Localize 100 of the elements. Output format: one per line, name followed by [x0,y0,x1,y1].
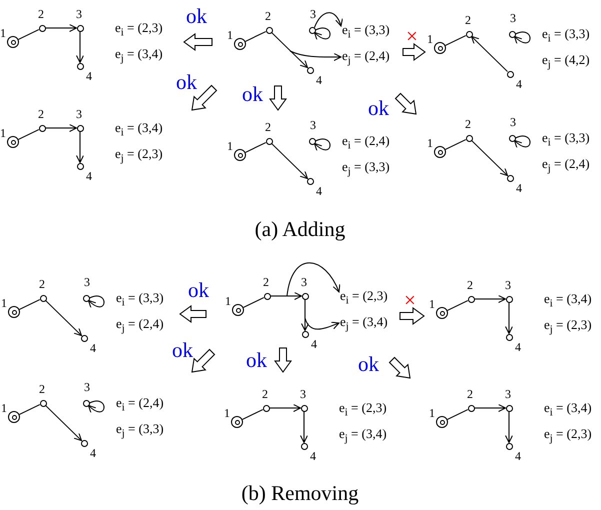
vertex [308,26,316,34]
vertex-number: 3 [510,12,516,24]
edge-label: ok [188,280,209,300]
hollow-arrow [274,348,292,373]
vertex-number: 3 [76,8,82,20]
arrow [505,302,513,334]
vertex-number: 3 [310,8,316,20]
arrow [45,124,77,132]
edge-line [18,29,40,40]
vertex-number: 4 [316,74,322,86]
vertex-number: 1 [1,402,7,414]
edge-pair-equation: e$_{j}$ = (3,3) [116,421,164,442]
vertex-number: 4 [515,341,521,353]
edge-line [18,299,40,310]
vertex-number: 3 [505,388,511,400]
arrow [76,31,84,63]
hollow-arrow [400,307,425,325]
curved-arrow [290,50,342,62]
vertex-number: 2 [38,8,44,20]
edge-pair-equation: e$_{i}$ = (2,3) [115,20,163,41]
hollow-arrow [191,84,218,111]
vertex [506,70,514,78]
vertex-number: 1 [427,33,433,45]
arrow [269,404,301,412]
hollow-arrow [394,92,417,115]
vertex [262,404,270,412]
vertex-number: 2 [262,388,268,400]
vertex-number: 3 [510,116,516,128]
vertex-number: 4 [516,182,522,194]
loop-arrow [88,400,104,414]
start-vertex [234,149,246,161]
edge-label: ok [368,98,389,118]
arrow [45,300,82,336]
vertex-number: 4 [86,70,92,82]
vertex [468,404,474,412]
vertex [508,30,516,38]
vertex [306,66,314,74]
vertex [302,330,308,338]
edge-pair-equation: e$_{j}$ = (2,3) [544,426,592,447]
vertex-number: 1 [225,295,231,307]
vertex-number: 3 [505,279,511,291]
edge-pair-equation: e$_{i}$ = (3,4) [115,120,163,141]
arrow [505,411,513,443]
hollow-arrow [183,33,212,51]
edge-pair-equation: e$_{j}$ = (2,3) [115,146,163,167]
arrow [45,404,82,442]
vertex-number: 2 [38,108,44,120]
vertex-number: 4 [311,338,317,350]
start-vertex [434,146,446,158]
edge-pair-equation: e$_{i}$ = (3,4) [544,291,592,312]
vertex [266,26,272,34]
vertex [264,292,270,300]
edge-line [242,297,264,308]
edge-label: ok [358,354,379,374]
edge-pair-equation: e$_{j}$ = (2,4) [542,156,590,177]
vertex [80,334,88,342]
vertex-number: 1 [427,137,433,149]
vertex-number: 2 [467,279,473,291]
curved-arrow [286,262,340,296]
vertex [300,404,308,412]
vertex [76,124,84,132]
start-vertex [234,38,246,50]
vertex [506,296,512,302]
edge-pair-equation: e$_{j}$ = (3,4) [115,46,163,67]
vertex-number: 2 [39,383,45,395]
edge-label: ok [172,340,193,360]
arrow [271,142,308,180]
edge-line [244,31,266,42]
vertex-number: 4 [90,342,96,354]
vertex [38,24,46,32]
edge-line [444,139,466,150]
vertex [40,400,46,406]
start-vertex [436,416,448,428]
vertex-number: 2 [265,121,271,133]
edge-pair-equation: e$_{j}$ = (3,4) [340,314,388,335]
vertex [300,442,308,450]
edge-pair-equation: e$_{j}$ = (2,4) [342,48,390,69]
edge-line [18,404,40,415]
vertex [82,400,90,406]
start-vertex [7,136,19,148]
loop-arrow [88,296,104,308]
vertex-number: 2 [465,14,471,26]
vertex-number: 1 [429,407,435,419]
vertex-number: 3 [310,119,316,131]
arrow [474,404,506,412]
arrow [471,140,508,176]
vertex [302,292,308,300]
vertex-number: 3 [84,381,90,393]
edge-pair-equation: e$_{j}$ = (2,4) [116,316,164,337]
caption-text: (b) Removing [241,482,359,504]
vertex [76,24,84,32]
caption-text: (a) Adding [254,218,346,240]
vertex-number: 3 [300,388,306,400]
loop-arrow [314,28,330,40]
edge-line [444,35,466,46]
vertex [306,178,314,184]
edge-line [18,129,40,140]
loop-arrow [314,138,330,152]
vertex-number: 3 [84,276,90,288]
hollow-arrow [179,305,206,323]
